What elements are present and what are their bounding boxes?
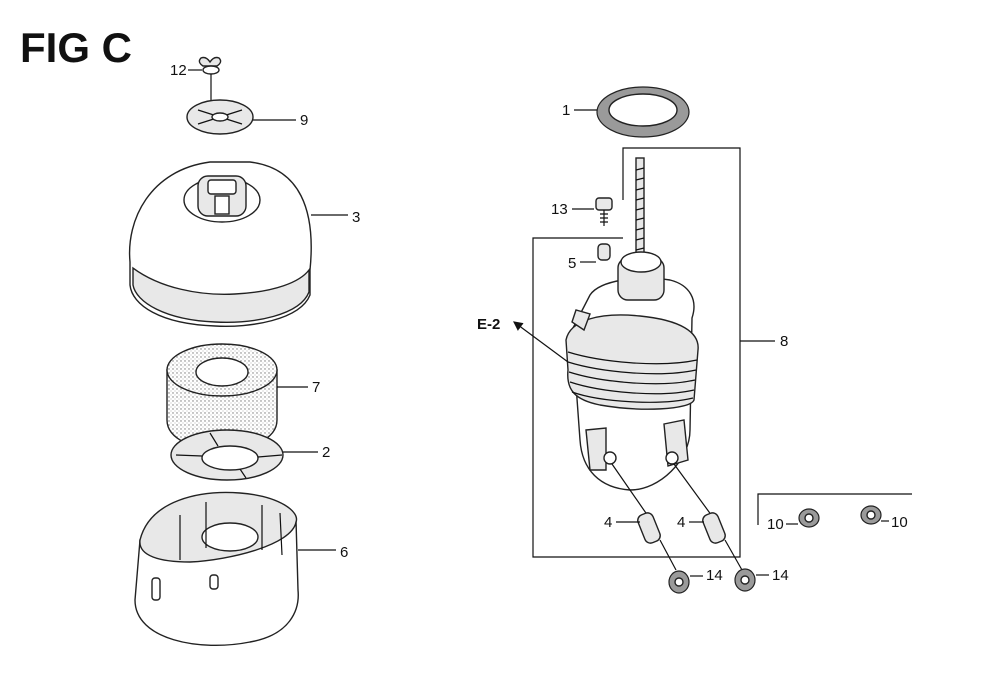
callout-6: 6	[340, 544, 348, 561]
air-cleaner-housing	[565, 251, 699, 491]
callout-12: 12	[170, 62, 187, 79]
part-14-nut-left	[659, 539, 690, 594]
part-12-wing-nut	[198, 56, 222, 104]
part-10-nut-right	[860, 505, 882, 525]
leader-E2	[513, 321, 569, 363]
callout-9: 9	[300, 112, 308, 129]
callout-13: 13	[551, 201, 568, 218]
callout-14-right: 14	[772, 567, 789, 584]
part-7-filter	[166, 343, 278, 451]
callout-7: 7	[312, 379, 320, 396]
part-10-bracket	[757, 493, 912, 525]
callout-2: 2	[322, 444, 330, 461]
part-1-gasket	[596, 86, 690, 138]
part-9-plate	[186, 99, 254, 135]
part-14-nut-right	[724, 539, 756, 592]
part-4-sleeve-left	[611, 463, 661, 544]
callout-E2: E-2	[477, 316, 500, 333]
callout-14-left: 14	[706, 567, 723, 584]
callout-1: 1	[562, 102, 570, 119]
callout-3: 3	[352, 209, 360, 226]
part-5-collar	[597, 243, 611, 261]
part-2-grid	[170, 429, 284, 481]
callout-5: 5	[568, 255, 576, 272]
part-10-nut-left	[798, 508, 820, 528]
callout-10-right: 10	[891, 514, 908, 531]
callout-4-left: 4	[604, 514, 612, 531]
figure-title: FIG C	[20, 24, 132, 71]
callout-8: 8	[780, 333, 788, 350]
part-8-bracket	[532, 147, 775, 558]
part-4-sleeve-right	[673, 463, 726, 544]
part-13-bolt	[595, 197, 613, 226]
callout-4-right: 4	[677, 514, 685, 531]
callout-10-left: 10	[767, 516, 784, 533]
part-6-base	[134, 491, 299, 647]
part-3-cover	[128, 161, 312, 327]
